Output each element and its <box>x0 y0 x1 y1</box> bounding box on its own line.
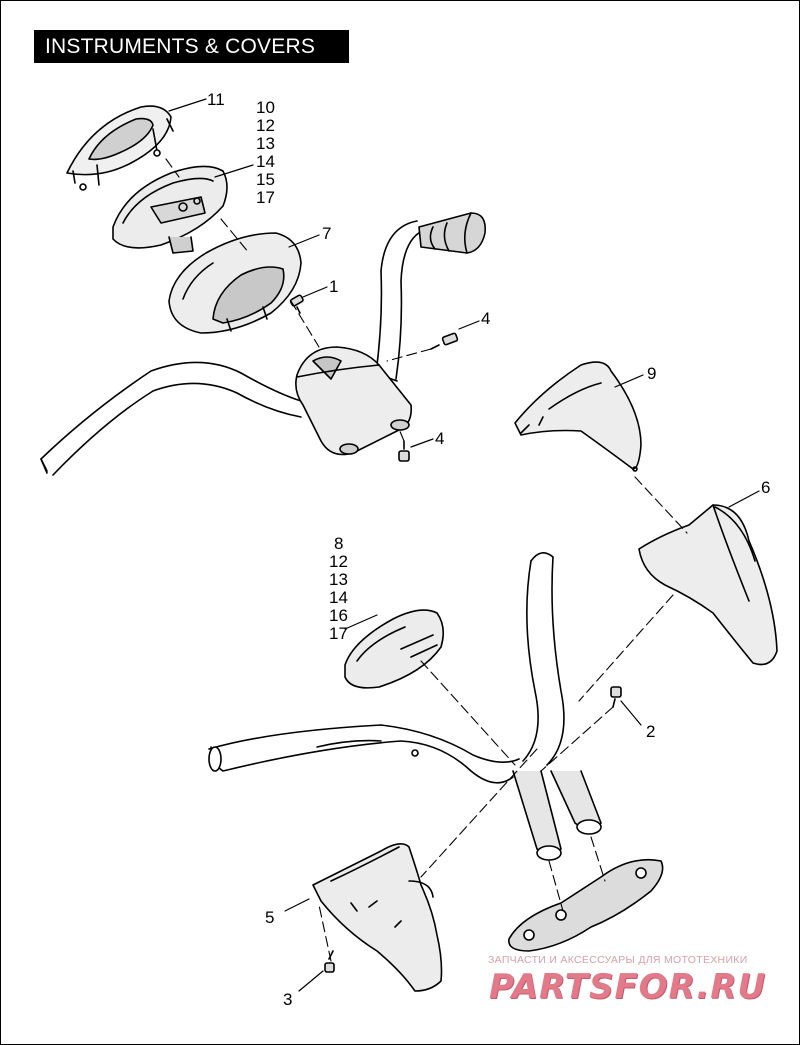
callout-8: 8 <box>334 534 343 553</box>
callout-16: 16 <box>329 606 348 625</box>
callout-11: 11 <box>207 90 225 109</box>
riser-cover-top <box>295 346 413 456</box>
handlebar-lower <box>208 552 565 784</box>
callout-2: 2 <box>646 722 655 741</box>
phantom-alignment-lines <box>165 158 688 962</box>
handlebar-grip <box>418 212 487 254</box>
handlebar-risers <box>512 770 602 861</box>
callout-14-lower: 14 <box>329 588 348 607</box>
callout-1: 1 <box>329 277 338 296</box>
callout-labels: 11 10 12 13 14 15 17 7 1 4 4 9 6 8 12 13… <box>207 90 770 1009</box>
part-7-instrument-cover <box>168 232 302 334</box>
watermark-tagline: ЗАПЧАСТИ И АКСЕССУАРЫ ДЛЯ МОТОТЕХНИКИ <box>488 954 748 966</box>
part-6-riser-cover <box>638 504 778 666</box>
callout-14: 14 <box>256 152 275 171</box>
callout-12: 12 <box>256 116 275 135</box>
callout-6: 6 <box>761 478 770 497</box>
callout-5: 5 <box>265 908 274 927</box>
part-4-screw-upper <box>430 332 459 350</box>
part-8-gauge-assembly <box>344 609 445 689</box>
callout-3: 3 <box>283 990 292 1009</box>
part-11-gauge-bezel <box>66 105 174 191</box>
callout-7: 7 <box>322 224 331 243</box>
callout-4-lower: 4 <box>435 429 444 448</box>
callout-13: 13 <box>256 134 275 153</box>
callout-13-lower: 13 <box>329 570 348 589</box>
part-1-screw <box>289 294 304 314</box>
part-2-screw <box>610 686 622 708</box>
callout-17-lower: 17 <box>329 624 348 643</box>
part-5-lower-cover <box>312 843 443 992</box>
callout-10: 10 <box>256 98 275 117</box>
part-3-screw <box>324 950 335 973</box>
lower-clamp <box>508 858 664 952</box>
watermark-logo: PARTSFOR.RU <box>489 967 767 1007</box>
callout-12-lower: 12 <box>329 552 348 571</box>
callout-17: 17 <box>256 188 275 207</box>
callout-leaders <box>168 98 760 992</box>
part-10-speedometer-assembly <box>112 165 228 254</box>
part-4-screw-lower <box>398 440 410 462</box>
callout-9: 9 <box>647 364 656 383</box>
diagram-title: INSTRUMENTS & COVERS <box>34 30 349 63</box>
callout-15: 15 <box>256 170 275 189</box>
part-9-cover <box>514 361 642 472</box>
handlebar-top <box>40 220 428 476</box>
callout-4-upper: 4 <box>481 309 490 328</box>
